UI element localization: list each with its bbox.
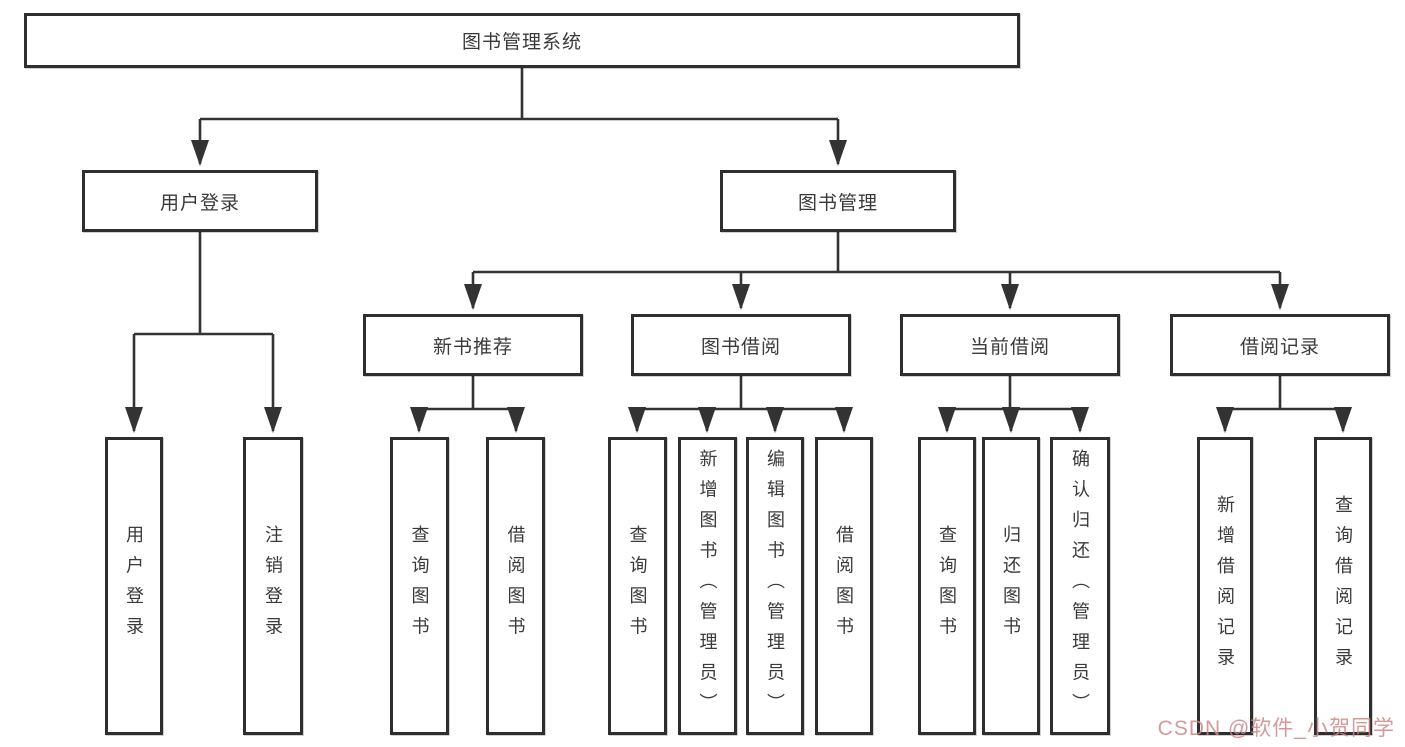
leaf-current-query: 查询图书 [918,437,976,735]
node-new-book-recommend: 新书推荐 [363,314,583,376]
node-current-borrow: 当前借阅 [900,314,1120,376]
node-root: 图书管理系统 [24,13,1020,68]
leaf-return-book-label: 归还图书 [1001,525,1021,647]
node-user-login-label: 用户登录 [159,192,240,214]
leaf-borrow-edit-book: 编辑图书（管理员） [746,437,804,735]
node-book-management-label: 图书管理 [797,192,878,214]
leaf-newbook-query: 查询图书 [390,437,449,735]
leaf-current-query-label: 查询图书 [937,525,957,647]
leaf-add-borrow-record: 新增借阅记录 [1197,437,1253,735]
node-borrow-record-label: 借阅记录 [1239,336,1320,358]
leaf-borrow-add-book-label: 新增图书（管理员） [697,448,718,724]
leaf-confirm-return-label: 确认归还（管理员） [1070,448,1090,724]
csdn-watermark: CSDN @软件_小贺同学 [1157,717,1395,740]
leaf-logout-label: 注销登录 [263,525,283,647]
leaf-confirm-return: 确认归还（管理员） [1050,437,1110,735]
leaf-borrow-query: 查询图书 [608,437,667,735]
leaf-return-book: 归还图书 [982,437,1040,735]
leaf-newbook-query-label: 查询图书 [409,525,430,647]
leaf-user-login: 用户登录 [105,437,163,735]
leaf-add-borrow-record-label: 新增借阅记录 [1215,494,1235,678]
leaf-query-borrow-record-label: 查询借阅记录 [1333,494,1353,678]
leaf-user-login-label: 用户登录 [124,525,144,647]
leaf-logout: 注销登录 [243,437,303,735]
leaf-borrow-query-label: 查询图书 [627,525,648,647]
leaf-borrow-edit-book-label: 编辑图书（管理员） [765,448,785,724]
node-borrow-record: 借阅记录 [1170,314,1390,376]
leaf-newbook-borrow-label: 借阅图书 [505,525,526,647]
node-book-borrow: 图书借阅 [631,314,851,376]
leaf-query-borrow-record: 查询借阅记录 [1314,437,1372,735]
node-book-management: 图书管理 [720,170,956,232]
node-user-login: 用户登录 [82,170,318,232]
leaf-newbook-borrow: 借阅图书 [486,437,545,735]
node-new-book-recommend-label: 新书推荐 [432,336,513,358]
leaf-borrow-book: 借阅图书 [815,437,873,735]
node-current-borrow-label: 当前借阅 [969,336,1050,358]
leaf-borrow-add-book: 新增图书（管理员） [678,437,737,735]
leaf-borrow-book-label: 借阅图书 [834,525,854,647]
node-root-label: 图书管理系统 [461,32,582,53]
node-book-borrow-label: 图书借阅 [700,336,781,358]
